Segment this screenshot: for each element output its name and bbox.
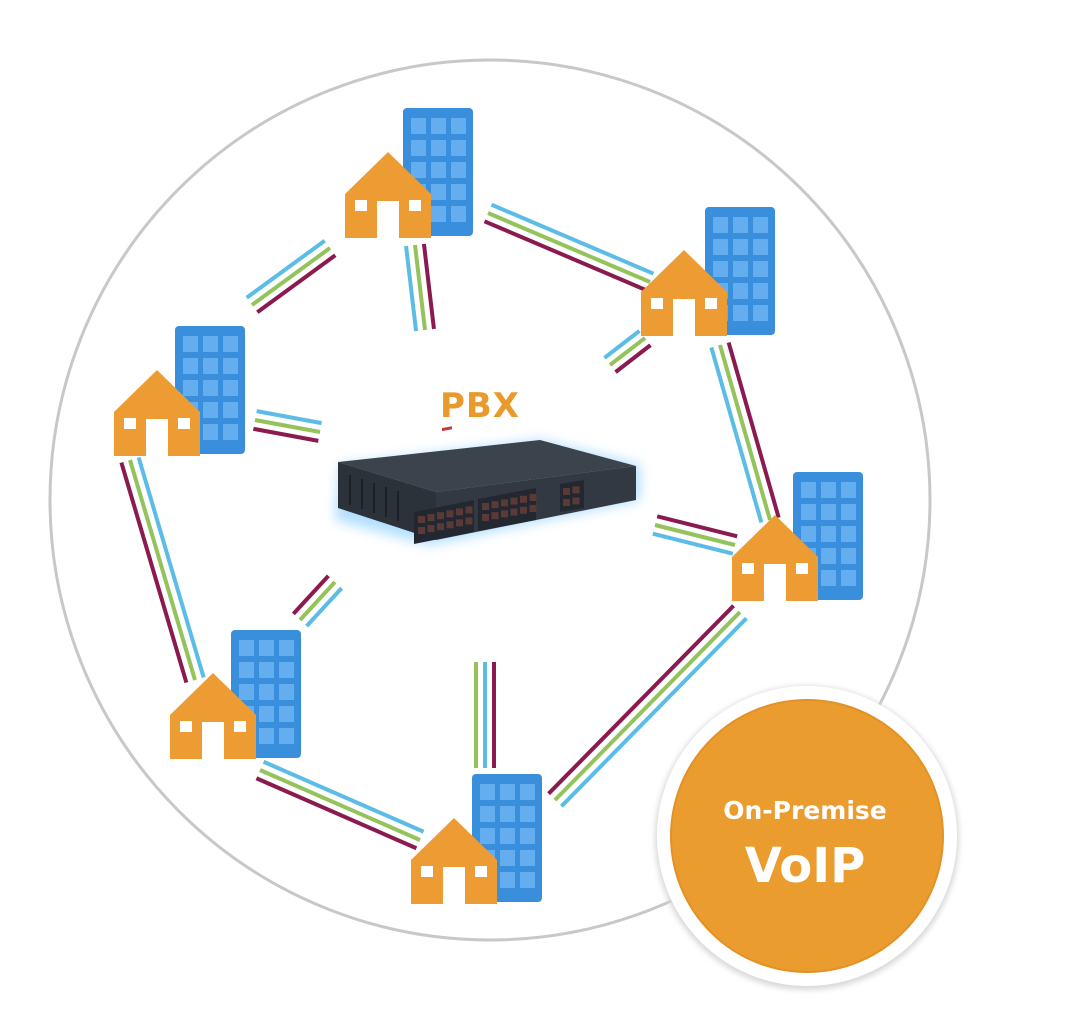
link-line-blue bbox=[256, 409, 322, 426]
pbx-label: PBX bbox=[439, 386, 521, 426]
house-icon bbox=[345, 152, 431, 238]
site-right bbox=[732, 472, 863, 601]
pbx-port bbox=[501, 510, 508, 518]
link-line-purple bbox=[726, 341, 781, 519]
badge-title-line1: On-Premise bbox=[723, 796, 887, 825]
link-group bbox=[547, 604, 748, 808]
pbx-port bbox=[418, 516, 425, 523]
link-line-green bbox=[487, 211, 651, 284]
link-group bbox=[404, 243, 436, 332]
pbx-top-panel bbox=[338, 440, 636, 492]
pbx-port bbox=[572, 486, 580, 494]
link-line-blue bbox=[603, 329, 641, 360]
link-line-purple bbox=[255, 776, 418, 851]
pbx-port bbox=[446, 521, 454, 529]
link-line-green bbox=[718, 344, 772, 521]
pbx-port bbox=[572, 497, 580, 505]
pbx-port bbox=[427, 514, 435, 522]
link-line-blue bbox=[490, 202, 655, 276]
pbx-port bbox=[437, 512, 444, 520]
link-line-blue bbox=[245, 239, 326, 300]
link-line-purple bbox=[253, 426, 319, 443]
link-line-purple bbox=[483, 219, 648, 293]
link-line-blue bbox=[404, 245, 419, 332]
pbx-port bbox=[529, 504, 537, 512]
link-line-blue bbox=[305, 586, 344, 628]
link-line-blue bbox=[709, 346, 764, 524]
link-line-purple bbox=[291, 574, 330, 616]
link-group bbox=[474, 662, 496, 768]
pbx-port bbox=[437, 523, 444, 531]
link-line-green bbox=[654, 523, 736, 547]
link-group bbox=[253, 409, 322, 443]
site-lower-left bbox=[170, 630, 301, 759]
link-line-purple bbox=[421, 243, 436, 330]
pbx-port bbox=[446, 510, 454, 518]
pbx-port bbox=[456, 508, 463, 516]
pbx-logo-mark bbox=[442, 426, 452, 432]
on-premise-voip-badge bbox=[655, 686, 959, 990]
link-group bbox=[245, 239, 337, 314]
site-bottom bbox=[411, 774, 542, 904]
pbx-port bbox=[427, 525, 435, 533]
pbx-port bbox=[563, 488, 570, 495]
pbx-port bbox=[563, 499, 570, 506]
link-group bbox=[119, 456, 206, 684]
house-icon bbox=[732, 515, 818, 601]
pbx-port bbox=[465, 506, 473, 514]
pbx-port bbox=[520, 495, 527, 503]
link-group bbox=[603, 329, 652, 374]
link-line-green bbox=[553, 610, 742, 802]
link-group bbox=[483, 202, 655, 293]
link-group bbox=[709, 341, 781, 524]
link-line-green bbox=[250, 246, 332, 307]
pbx-port bbox=[482, 503, 489, 510]
link-group bbox=[652, 514, 738, 556]
site-upper-right bbox=[641, 207, 775, 336]
link-line-purple bbox=[547, 604, 736, 796]
house-icon bbox=[641, 250, 727, 336]
link-line-green bbox=[254, 418, 321, 434]
pbx-port bbox=[465, 517, 473, 525]
pbx-port bbox=[510, 497, 518, 505]
link-line-purple bbox=[256, 253, 337, 314]
pbx-port bbox=[456, 519, 463, 527]
link-group bbox=[255, 759, 425, 851]
link-line-blue bbox=[652, 531, 734, 556]
house-icon bbox=[114, 370, 200, 456]
link-line-green bbox=[608, 336, 647, 367]
badge-title-line2: VoIP bbox=[744, 838, 866, 894]
sites bbox=[114, 108, 863, 904]
pbx-port bbox=[529, 493, 537, 501]
site-top bbox=[345, 108, 473, 238]
house-icon bbox=[411, 818, 497, 904]
link-group bbox=[291, 574, 344, 628]
link-line-green bbox=[128, 459, 197, 681]
pbx-device bbox=[335, 426, 640, 545]
link-line-purple bbox=[614, 343, 652, 374]
pbx-port bbox=[501, 499, 508, 507]
pbx-port bbox=[491, 501, 499, 509]
badge-circle bbox=[670, 699, 944, 973]
link-line-green bbox=[298, 580, 337, 622]
pbx-port bbox=[520, 506, 527, 514]
link-line-blue bbox=[136, 456, 206, 679]
link-line-purple bbox=[119, 461, 189, 684]
house-icon bbox=[170, 673, 256, 759]
pbx-port bbox=[418, 527, 425, 534]
pbx-port bbox=[510, 508, 518, 516]
link-line-green bbox=[413, 244, 427, 331]
pbx-port bbox=[491, 512, 499, 520]
link-line-blue bbox=[262, 759, 425, 834]
site-left bbox=[114, 326, 245, 456]
pbx-port bbox=[482, 514, 489, 521]
link-line-green bbox=[259, 768, 421, 842]
link-line-purple bbox=[656, 514, 738, 539]
connection-links bbox=[119, 202, 781, 851]
link-line-blue bbox=[559, 616, 748, 808]
